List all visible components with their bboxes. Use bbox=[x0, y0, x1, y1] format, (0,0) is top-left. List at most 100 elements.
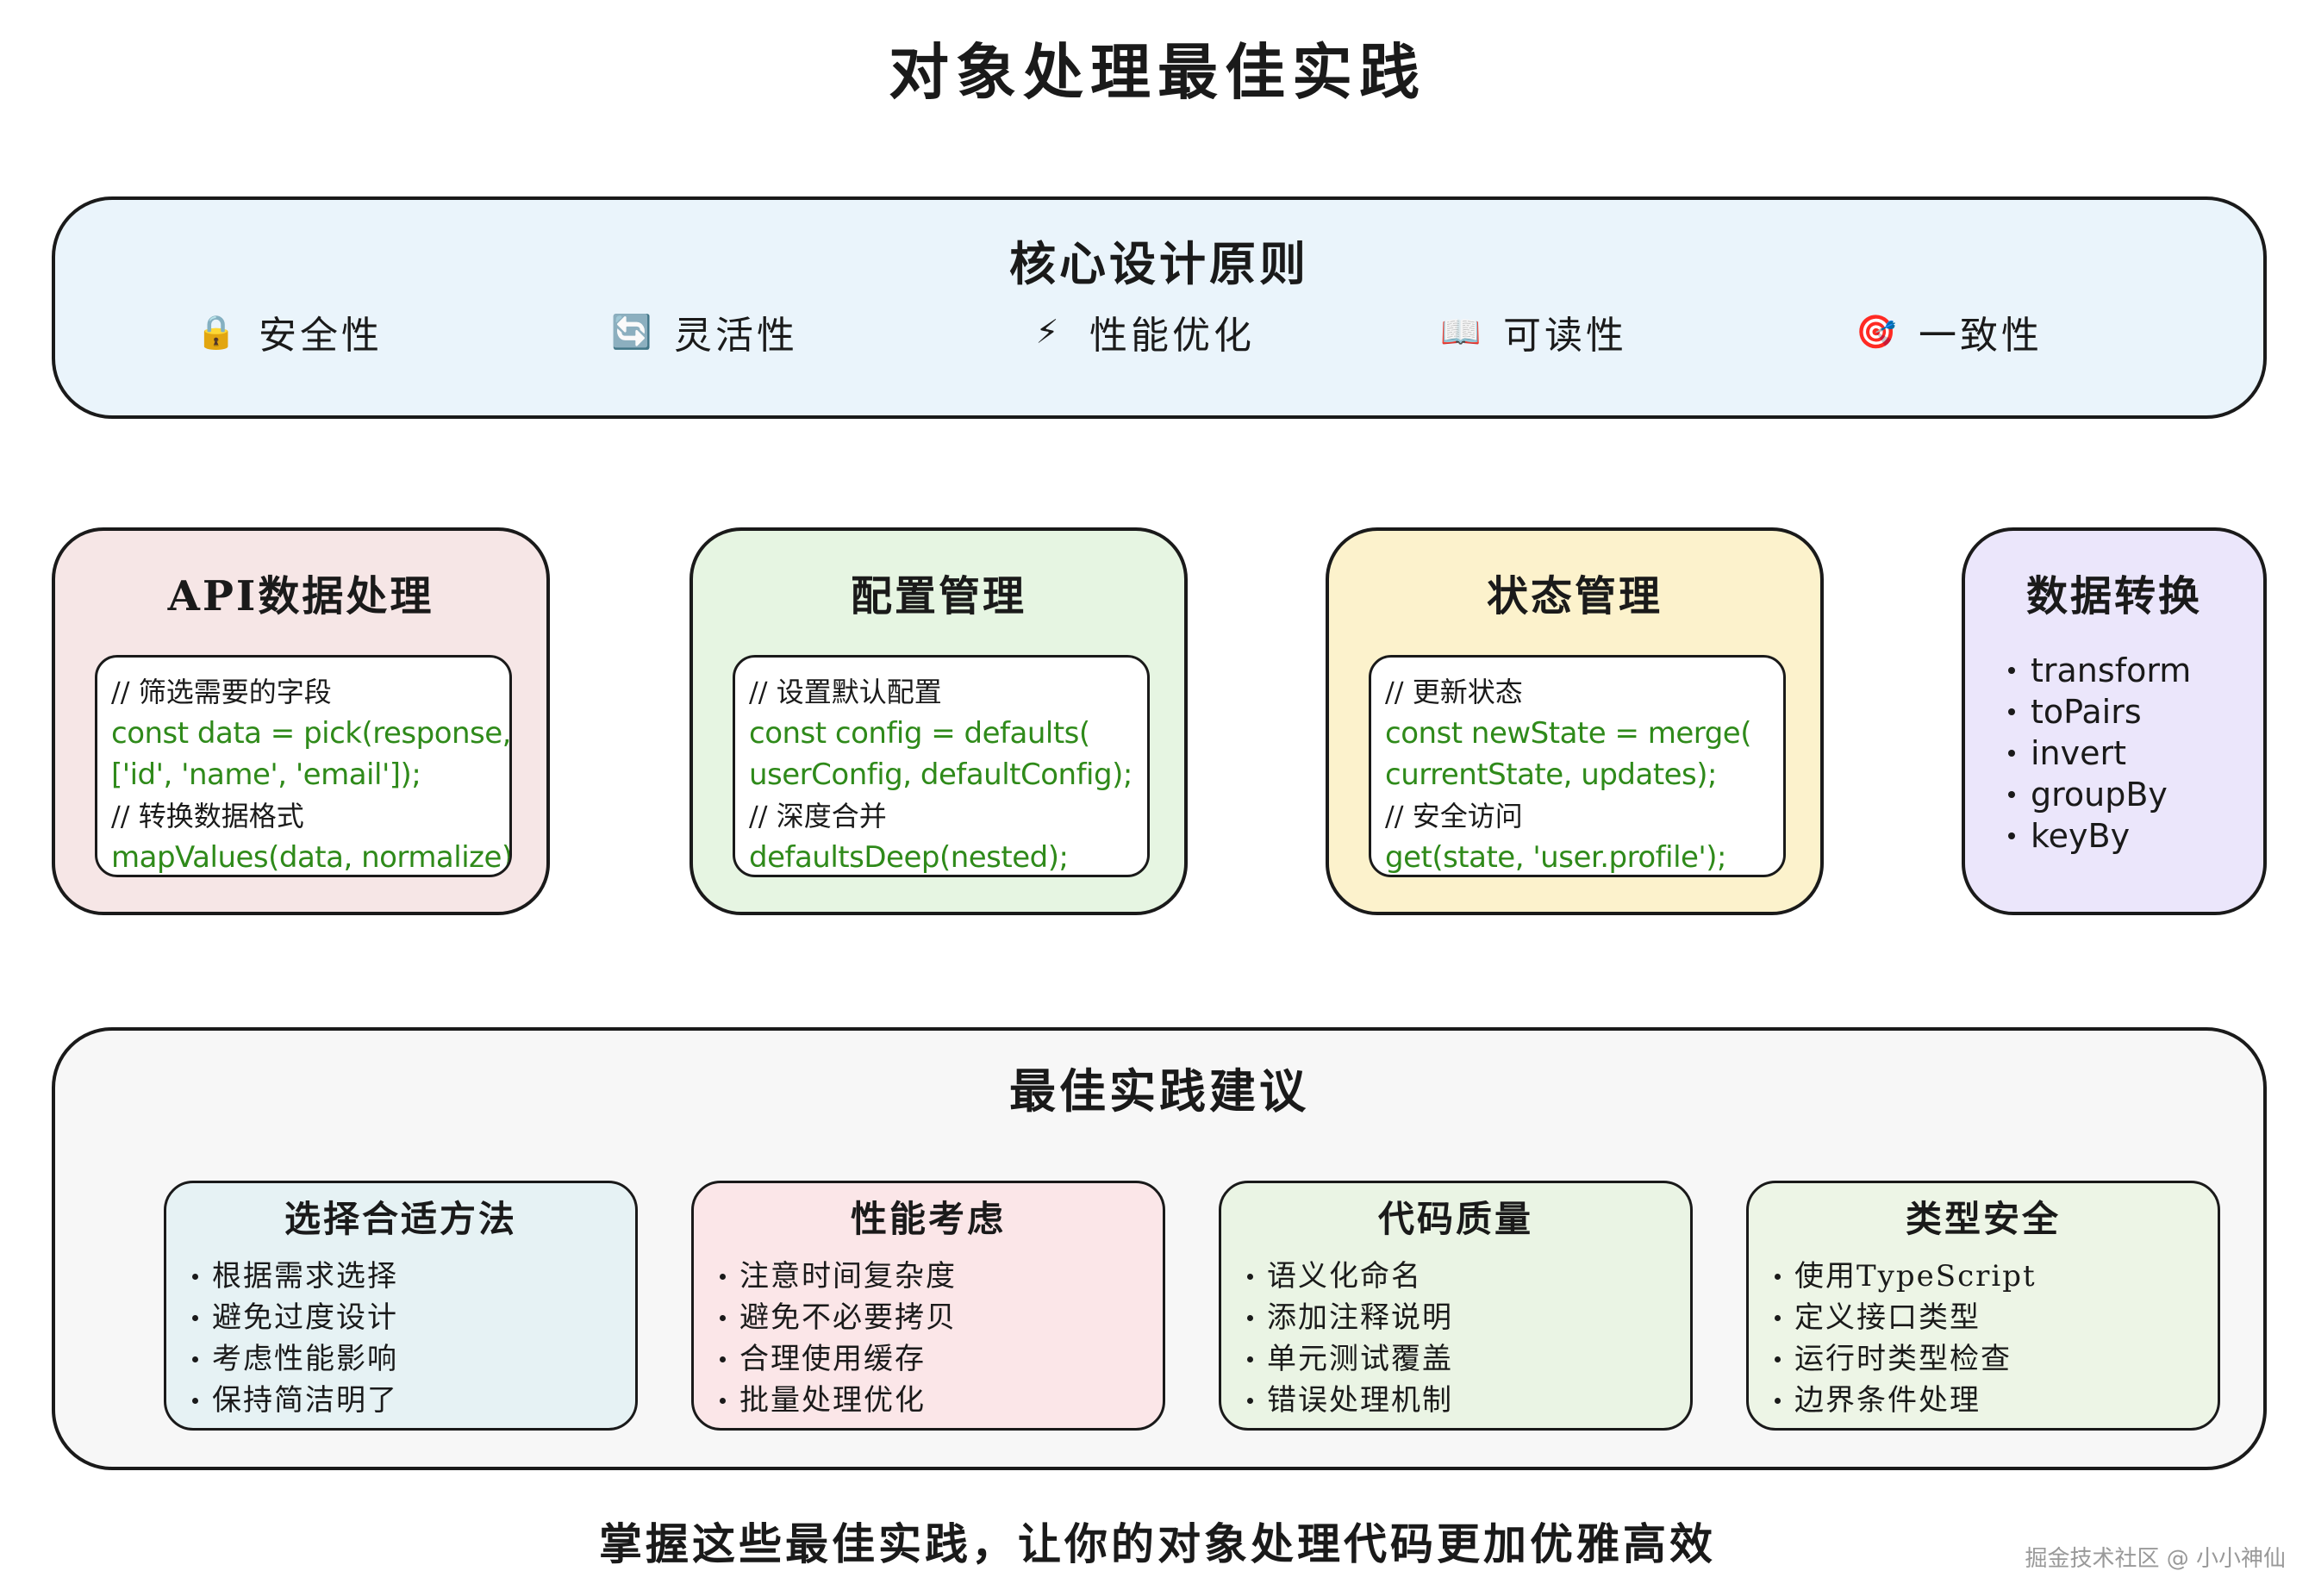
bullet-dot bbox=[1247, 1356, 1253, 1362]
practice-group-type-safety: 类型安全 使用TypeScript 定义接口类型 运行时类型检查 边界条件处理 bbox=[1746, 1181, 2220, 1431]
list-item: 单元测试覆盖 bbox=[1247, 1338, 1453, 1380]
code-comment: // 设置默认配置 bbox=[749, 676, 942, 708]
list-item: 添加注释说明 bbox=[1247, 1297, 1453, 1338]
code-comment: // 筛选需要的字段 bbox=[111, 676, 332, 708]
list-item: invert bbox=[2008, 733, 2191, 774]
card-title: API数据处理 bbox=[167, 572, 434, 620]
list-item: 使用TypeScript bbox=[1775, 1256, 2037, 1297]
bullet-dot bbox=[720, 1397, 726, 1404]
bullet-dot bbox=[1775, 1356, 1781, 1362]
list-item: 保持简洁明了 bbox=[192, 1380, 398, 1421]
bullet-dot bbox=[1247, 1397, 1253, 1404]
list-item-label: 语义化命名 bbox=[1267, 1259, 1422, 1294]
list-item: 运行时类型检查 bbox=[1775, 1338, 2037, 1380]
bullet-dot bbox=[1247, 1273, 1253, 1280]
bullet-dot bbox=[2008, 667, 2015, 674]
code-line: ['id', 'name', 'email']); bbox=[111, 757, 421, 792]
principle-label: 安全性 bbox=[259, 314, 383, 358]
list-item-label: 边界条件处理 bbox=[1794, 1383, 1981, 1418]
list-item: 考虑性能影响 bbox=[192, 1338, 398, 1380]
book-icon: 📖 bbox=[1440, 312, 1482, 351]
list-item: toPairs bbox=[2008, 691, 2191, 733]
bullet-dot bbox=[1247, 1314, 1253, 1321]
code-block: // 更新状态 const newState = merge( currentS… bbox=[1369, 655, 1786, 877]
code-line: userConfig, defaultConfig); bbox=[749, 757, 1133, 792]
lightning-icon: ⚡ bbox=[1035, 313, 1059, 351]
list-item-label: 定义接口类型 bbox=[1794, 1300, 1981, 1335]
list-item: 错误处理机制 bbox=[1247, 1380, 1453, 1421]
lock-icon: 🔒 bbox=[196, 312, 237, 351]
principle-label: 可读性 bbox=[1503, 314, 1627, 358]
code-comment: // 转换数据格式 bbox=[111, 800, 304, 832]
bullet-dot bbox=[192, 1273, 198, 1280]
principle-performance: ⚡ 性能优化 bbox=[1026, 302, 1255, 362]
bullet-dot bbox=[2008, 708, 2015, 715]
list-item: 合理使用缓存 bbox=[720, 1338, 957, 1380]
card-title: 配置管理 bbox=[850, 572, 1026, 620]
list-item-label: 根据需求选择 bbox=[212, 1259, 398, 1294]
principle-flexibility: 🔄 灵活性 bbox=[610, 302, 798, 362]
list-item-label: 避免过度设计 bbox=[212, 1300, 398, 1335]
principle-label: 性能优化 bbox=[1089, 314, 1255, 358]
list-item-label: 避免不必要拷贝 bbox=[739, 1300, 957, 1335]
transform-list: transform toPairs invert groupBy keyBy bbox=[2008, 650, 2191, 857]
core-principles-title: 核心设计原则 bbox=[1009, 236, 1309, 291]
principles-row: 🔒 安全性 🔄 灵活性 ⚡ 性能优化 📖 可读性 🎯 一致性 bbox=[55, 302, 2263, 362]
list-item-label: invert bbox=[2031, 734, 2127, 772]
list-item: transform bbox=[2008, 650, 2191, 691]
practice-group-performance: 性能考虑 注意时间复杂度 避免不必要拷贝 合理使用缓存 批量处理优化 bbox=[691, 1181, 1165, 1431]
list-item-label: 单元测试覆盖 bbox=[1267, 1342, 1453, 1376]
bullet-dot bbox=[720, 1314, 726, 1321]
list-item: 注意时间复杂度 bbox=[720, 1256, 957, 1297]
core-principles-panel: 核心设计原则 🔒 安全性 🔄 灵活性 ⚡ 性能优化 📖 可读性 🎯 一致性 bbox=[52, 196, 2267, 419]
list-item-label: 保持简洁明了 bbox=[212, 1383, 398, 1418]
group-title: 性能考虑 bbox=[850, 1198, 1006, 1240]
bullet-dot bbox=[2008, 750, 2015, 757]
principle-consistency: 🎯 一致性 bbox=[1855, 302, 2043, 362]
principle-label: 一致性 bbox=[1919, 314, 2043, 358]
list-item-label: 考虑性能影响 bbox=[212, 1342, 398, 1376]
code-line: defaultsDeep(nested); bbox=[749, 840, 1069, 875]
list-item-label: groupBy bbox=[2031, 776, 2168, 814]
code-comment: // 安全访问 bbox=[1385, 800, 1523, 832]
code-line: const config = defaults( bbox=[749, 716, 1090, 751]
group-list: 根据需求选择 避免过度设计 考虑性能影响 保持简洁明了 bbox=[192, 1256, 398, 1421]
code-line: get(state, 'user.profile'); bbox=[1385, 840, 1727, 875]
bullet-dot bbox=[192, 1314, 198, 1321]
card-api-data: API数据处理 // 筛选需要的字段 const data = pick(res… bbox=[52, 527, 550, 915]
bullet-dot bbox=[192, 1356, 198, 1362]
card-state-management: 状态管理 // 更新状态 const newState = merge( cur… bbox=[1326, 527, 1824, 915]
list-item: 根据需求选择 bbox=[192, 1256, 398, 1297]
best-practices-title: 最佳实践建议 bbox=[1009, 1063, 1309, 1119]
code-line: const data = pick(response, bbox=[111, 716, 511, 751]
list-item: 避免过度设计 bbox=[192, 1297, 398, 1338]
list-item: 定义接口类型 bbox=[1775, 1297, 2037, 1338]
bullet-dot bbox=[720, 1273, 726, 1280]
list-item: 批量处理优化 bbox=[720, 1380, 957, 1421]
list-item-label: keyBy bbox=[2031, 817, 2131, 855]
list-item-label: 注意时间复杂度 bbox=[739, 1259, 957, 1294]
group-list: 语义化命名 添加注释说明 单元测试覆盖 错误处理机制 bbox=[1247, 1256, 1453, 1421]
list-item-label: 使用TypeScript bbox=[1794, 1259, 2037, 1294]
list-item: 语义化命名 bbox=[1247, 1256, 1453, 1297]
card-data-transform: 数据转换 transform toPairs invert groupBy ke… bbox=[1962, 527, 2267, 915]
bullet-dot bbox=[192, 1397, 198, 1404]
target-icon: 🎯 bbox=[1856, 312, 1897, 351]
bullet-dot bbox=[2008, 791, 2015, 798]
group-list: 注意时间复杂度 避免不必要拷贝 合理使用缓存 批量处理优化 bbox=[720, 1256, 957, 1421]
list-item-label: 运行时类型检查 bbox=[1794, 1342, 2012, 1376]
group-title: 代码质量 bbox=[1377, 1198, 1533, 1240]
list-item: 避免不必要拷贝 bbox=[720, 1297, 957, 1338]
code-comment: // 深度合并 bbox=[749, 800, 887, 832]
card-config-management: 配置管理 // 设置默认配置 const config = defaults( … bbox=[690, 527, 1188, 915]
code-line: const newState = merge( bbox=[1385, 716, 1751, 751]
principle-readability: 📖 可读性 bbox=[1439, 302, 1627, 362]
card-title: 状态管理 bbox=[1486, 572, 1663, 620]
watermark: 掘金技术社区 @ 小小神仙 bbox=[2025, 1546, 2286, 1572]
list-item-label: 错误处理机制 bbox=[1267, 1383, 1453, 1418]
principle-label: 灵活性 bbox=[674, 314, 798, 358]
code-comment: // 更新状态 bbox=[1385, 676, 1523, 708]
bullet-dot bbox=[2008, 832, 2015, 839]
bullet-dot bbox=[1775, 1397, 1781, 1404]
page-title: 对象处理最佳实践 bbox=[889, 36, 1426, 108]
